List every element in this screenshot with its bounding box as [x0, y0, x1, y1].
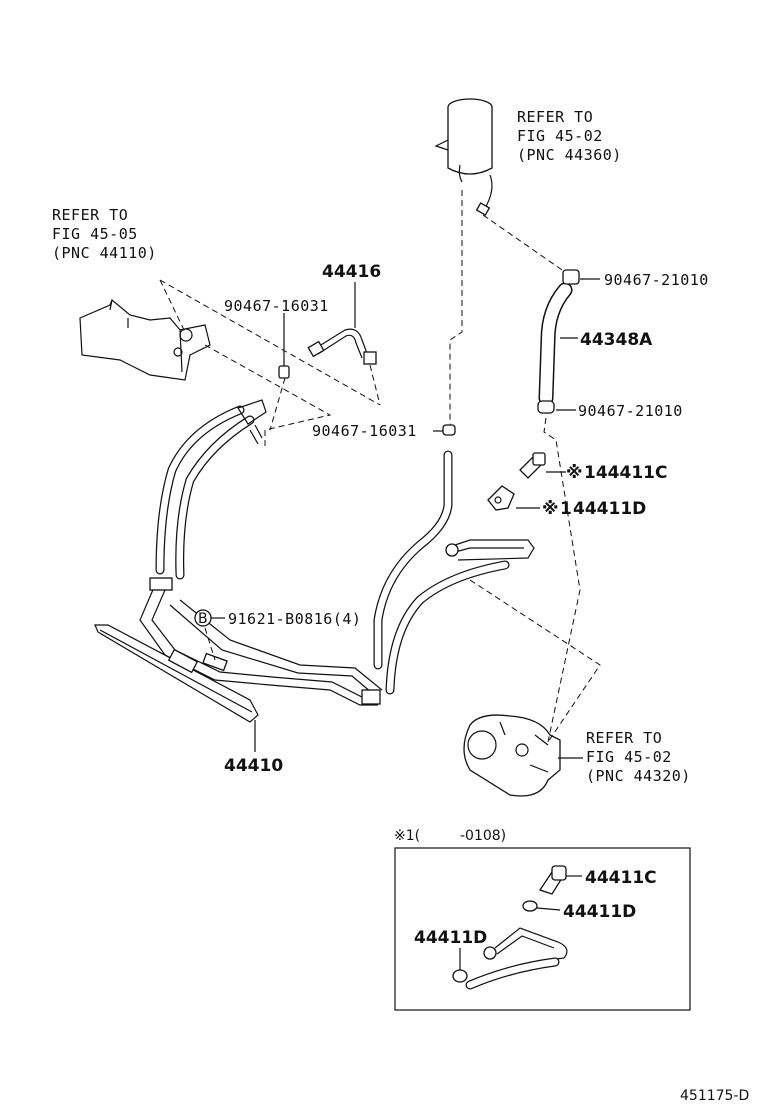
- inset-box: ※1( -0108) 44411C 44411D 44411D: [394, 828, 691, 1011]
- dashed-leaders: [159, 190, 601, 743]
- union-bolt-44411c: [519, 452, 546, 479]
- label-90467-16031-a: 90467-16031: [224, 297, 329, 315]
- gear-hoses: [155, 399, 267, 580]
- inset-label-44411c: 44411C: [585, 868, 657, 888]
- svg-text:REFER TO: REFER TO: [586, 729, 662, 747]
- hose-44348a: [538, 282, 573, 406]
- tube-44416: [307, 328, 377, 365]
- label-44411c-note: ※: [566, 463, 583, 483]
- pressure-tube-right: [445, 539, 535, 561]
- gasket-44411d: [487, 485, 515, 511]
- inset-label-44411d-left: 44411D: [414, 928, 487, 948]
- steering-gear-illustration: [79, 299, 211, 381]
- svg-text:(PNC 44110): (PNC 44110): [52, 244, 157, 262]
- note-mark-44411d: ※: [542, 499, 559, 519]
- label-90467-21010-b: 90467-21010: [578, 402, 683, 420]
- note-one-44411d: 1: [560, 499, 572, 519]
- cooler-tube-44410: [94, 577, 383, 723]
- svg-text:FIG 45-05: FIG 45-05: [52, 225, 138, 243]
- clamp-lower: [537, 400, 555, 414]
- clamp-upper: [562, 269, 580, 285]
- svg-text:REFER TO: REFER TO: [517, 108, 593, 126]
- svg-text:B: B: [198, 611, 208, 627]
- label-44416: 44416: [322, 262, 381, 282]
- label-44410: 44410: [224, 756, 283, 776]
- ref-reservoir: REFER TO FIG 45-02 (PNC 44360): [517, 108, 622, 164]
- label-90467-16031-b: 90467-16031: [312, 422, 417, 440]
- pump-illustration: [463, 714, 561, 797]
- return-hose: [373, 450, 510, 695]
- label-91621-b0816: 91621-B0816(4): [228, 610, 361, 628]
- bolt-symbol: B: [194, 609, 212, 627]
- diagram-code: 451175-D: [680, 1088, 749, 1104]
- inset-header-mark: ※1(: [394, 828, 420, 844]
- inset-header-range: -0108): [460, 828, 506, 844]
- reservoir-illustration: [434, 98, 493, 216]
- ref-pump: REFER TO FIG 45-02 (PNC 44320): [586, 729, 691, 785]
- leader-lines: [210, 278, 600, 759]
- svg-text:FIG 45-02: FIG 45-02: [586, 748, 672, 766]
- label-90467-21010-a: 90467-21010: [604, 271, 709, 289]
- ref-steering-gear: REFER TO FIG 45-05 (PNC 44110): [52, 206, 157, 262]
- svg-text:FIG 45-02: FIG 45-02: [517, 127, 603, 145]
- clip-90467-16031-a: [278, 365, 290, 379]
- svg-text:(PNC 44360): (PNC 44360): [517, 146, 622, 164]
- label-44411d: 44411D: [573, 499, 646, 519]
- label-44411c: 144411C: [584, 463, 667, 483]
- clip-90467-16031-b: [442, 424, 456, 436]
- label-44348a: 44348A: [580, 330, 653, 350]
- inset-label-44411d-right: 44411D: [563, 902, 636, 922]
- svg-text:(PNC 44320): (PNC 44320): [586, 767, 691, 785]
- svg-text:REFER TO: REFER TO: [52, 206, 128, 224]
